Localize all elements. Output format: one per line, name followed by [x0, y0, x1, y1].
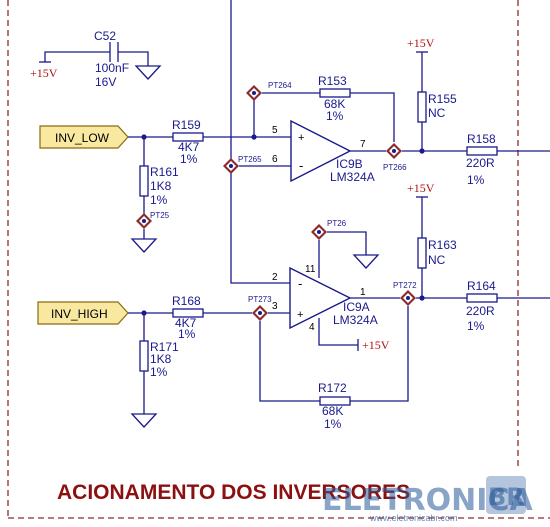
component-value: 100nF — [95, 61, 129, 75]
component-tolerance: 1% — [180, 152, 198, 166]
component-tolerance: 1% — [467, 173, 485, 187]
ground-symbol — [130, 413, 158, 428]
test-point-pt272: PT272 — [393, 281, 417, 306]
component-ref: R171 — [150, 340, 179, 354]
power-label: +15V — [407, 36, 435, 50]
sheet-border — [7, 0, 550, 519]
wire — [318, 318, 358, 346]
power-label: +15V — [362, 338, 390, 352]
pin-number: 2 — [272, 272, 278, 283]
component-ref: R168 — [172, 294, 201, 308]
component-value: 1K8 — [150, 179, 172, 193]
power-label: +15V — [30, 66, 58, 80]
component-ref: R172 — [318, 381, 347, 395]
component-ref: R164 — [467, 279, 496, 293]
watermark-brand: ELETRONICA — [322, 483, 533, 518]
pin-number: 3 — [272, 301, 278, 312]
net-label: INV_HIGH — [51, 307, 108, 321]
feedback-wire-ic9a — [230, 0, 290, 284]
net-flag-inv-high: INV_HIGH — [37, 301, 129, 325]
pin-number: 1 — [360, 287, 366, 298]
opamp-ic9a: - + 2 3 1 11 4 IC9A LM324A — [272, 264, 378, 333]
resistor-r171: R171 1K8 1% — [139, 313, 179, 414]
ground-symbol — [130, 238, 158, 253]
resistor-r164: R164 220R 1% — [466, 279, 498, 333]
component-value: 4K7 — [178, 140, 200, 154]
sheet-title: ACIONAMENTO DOS INVERSORES — [57, 481, 410, 504]
component-tolerance: 1% — [150, 365, 168, 379]
component-value: NC — [428, 106, 446, 120]
resistor-r159: R159 4K7 1% — [172, 118, 204, 166]
wire — [350, 92, 395, 142]
capacitor-c52: +15V C52 100nF 16V — [30, 29, 162, 89]
component-ref: R155 — [428, 92, 457, 106]
test-point-label: PT264 — [268, 81, 292, 90]
pin-number: 5 — [272, 125, 278, 136]
ground-symbol — [134, 65, 162, 80]
wire — [327, 231, 367, 255]
opamp-ic9b: + - 5 6 7 IC9B LM324A — [272, 119, 375, 184]
svg-text:-: - — [299, 158, 303, 173]
resistor-r168: R168 4K7 1% — [172, 294, 204, 341]
test-point-pt265: PT265 — [223, 155, 262, 174]
component-voltage: 16V — [95, 75, 116, 89]
test-point-label: PT26 — [327, 219, 347, 228]
component-tolerance: 1% — [326, 109, 344, 123]
svg-text:+: + — [297, 309, 303, 321]
svg-text:-: - — [298, 276, 302, 291]
pin-number: 6 — [272, 154, 278, 165]
ground-symbol — [352, 254, 380, 269]
component-tolerance: 1% — [324, 417, 342, 431]
component-part: LM324A — [330, 170, 375, 184]
test-point-pt26: PT26 — [311, 219, 347, 240]
resistor-r161: R161 1K8 1% — [139, 137, 179, 221]
pin-number: 7 — [360, 139, 366, 150]
test-point-label: PT265 — [238, 155, 262, 164]
resistor-r158: R158 220R 1% — [466, 132, 498, 187]
resistor-r172: R172 68K 1% — [318, 381, 351, 431]
pin-number: 4 — [309, 322, 315, 333]
pin-number: 11 — [305, 264, 316, 275]
wire — [350, 306, 409, 402]
test-point-label: PT273 — [248, 295, 272, 304]
test-point-label: PT266 — [383, 163, 407, 172]
component-part: LM324A — [333, 313, 378, 327]
resistor-r153: R153 68K 1% — [318, 74, 351, 123]
power-label: +15V — [407, 181, 435, 195]
component-value: 68K — [322, 404, 343, 418]
watermark-url: www.eletronicabr.com — [369, 513, 458, 523]
component-ref: R153 — [318, 74, 347, 88]
resistor-r155: +15V R155 NC — [407, 36, 457, 151]
test-point-pt266: PT266 — [383, 143, 407, 172]
svg-text:+: + — [298, 132, 304, 144]
component-value: 220R — [466, 304, 495, 318]
component-tolerance: 1% — [178, 327, 196, 341]
test-point-pt25: PT25 — [136, 211, 170, 229]
test-point-pt264: PT264 — [246, 81, 292, 101]
component-ref: R158 — [467, 132, 496, 146]
component-value: 4K7 — [175, 316, 197, 330]
component-ref: R159 — [172, 118, 201, 132]
watermark-suffix: BR — [488, 483, 525, 511]
component-tolerance: 1% — [467, 319, 485, 333]
wire — [259, 321, 320, 402]
net-flag-inv-low: INV_LOW — [39, 125, 129, 149]
component-ref: IC9B — [336, 157, 363, 171]
component-value: NC — [428, 253, 446, 267]
component-ref: IC9A — [343, 300, 370, 314]
component-value: 68K — [324, 97, 345, 111]
watermark: ELETRONICA BR www.eletronicabr.com — [322, 476, 533, 523]
component-value: 1K8 — [150, 352, 172, 366]
component-ref: R161 — [150, 165, 179, 179]
net-label: INV_LOW — [55, 131, 110, 145]
test-point-label: PT25 — [150, 211, 170, 220]
component-value: 220R — [466, 156, 495, 170]
test-point-label: PT272 — [393, 281, 417, 290]
component-ref: R163 — [428, 238, 457, 252]
component-ref: C52 — [94, 29, 116, 43]
resistor-r163: +15V R163 NC — [407, 181, 457, 298]
component-tolerance: 1% — [150, 193, 168, 207]
test-point-pt273: PT273 — [248, 295, 272, 321]
